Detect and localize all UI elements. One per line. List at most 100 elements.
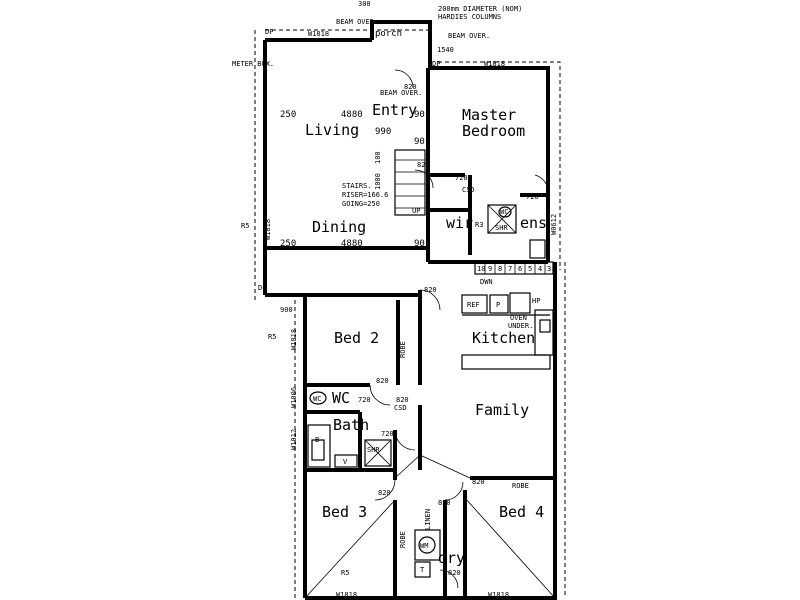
linen-label: LINEN — [424, 509, 432, 530]
interior-walls — [265, 68, 555, 598]
shower-label-bath: SHR — [367, 446, 380, 454]
dim-820-c: 820 — [424, 286, 437, 294]
dim-1000: 1000 — [374, 173, 382, 190]
dim-90-bottom: 90 — [414, 239, 425, 249]
csd-label-master: CSD — [462, 186, 475, 194]
dim-4880-top: 4880 — [341, 110, 363, 120]
step-5: 5 — [528, 265, 532, 273]
step-6: 6 — [518, 265, 522, 273]
dim-820-h: 820 — [472, 478, 485, 486]
wc-symbol: WC — [313, 395, 321, 403]
room-ens: ens — [520, 214, 547, 232]
room-dry: dry — [438, 549, 465, 567]
meter-box-label: METER BOX. — [232, 60, 274, 68]
csd-label-hall: CSD — [394, 404, 407, 412]
bath-tub-label: B — [315, 436, 319, 444]
dim-720-b: 720 — [381, 430, 394, 438]
step-3: 3 — [547, 265, 551, 273]
room-dining: Dining — [312, 218, 366, 236]
tub-label: T — [420, 566, 425, 574]
dim-820-i: 820 — [448, 569, 461, 577]
room-kitchen: Kitchen — [472, 329, 535, 347]
wc-symbol-ens: WC — [500, 208, 508, 216]
step-4: 4 — [538, 265, 542, 273]
dim-300: 300 — [358, 0, 371, 8]
robe-label-bed2: ROBE — [399, 341, 407, 358]
porch-label: porch — [375, 29, 402, 39]
room-master-bedroom-line2: Bedroom — [462, 122, 525, 140]
stair-step-numbers: 10 9 8 7 6 5 4 3 — [477, 265, 551, 273]
downpipe-left: DP — [258, 284, 266, 292]
dim-820-b: 820 — [417, 161, 430, 169]
pantry-label: P — [496, 301, 500, 309]
reference-r5-left: R5 — [241, 222, 249, 230]
dim-720-a: 720 — [358, 396, 371, 404]
room-bath: Bath — [333, 416, 369, 434]
hotplate-label: HP — [532, 297, 540, 305]
column-note-line2: HARDIES COLUMNS — [438, 13, 501, 21]
robe-label-bed3: ROBE — [399, 531, 407, 548]
step-8: 8 — [498, 265, 502, 273]
vanity-label: V — [343, 458, 348, 466]
column-note-line1: 200mm DIAMETER (NOM) — [438, 5, 522, 13]
dim-1540: 1540 — [437, 46, 454, 54]
dim-900: 900 — [280, 306, 293, 314]
dim-720-d: 720 — [455, 174, 468, 182]
window-w1012: W1012 — [290, 429, 298, 450]
window-w1818-top-right: W1818 — [484, 60, 505, 68]
downpipe-top-left: DP — [265, 28, 273, 36]
room-living: Living — [305, 121, 359, 139]
window-w1006: W1006 — [290, 387, 298, 408]
room-master-bedroom-line1: Master — [462, 106, 516, 124]
beam-over-note-1: BEAM OVER. — [336, 18, 378, 26]
dim-820-g: 820 — [438, 499, 451, 507]
dim-4880-bottom: 4880 — [341, 239, 363, 249]
reference-r5-bottom: R5 — [341, 569, 349, 577]
dim-250-top: 250 — [280, 110, 296, 120]
ceiling-diagonals — [304, 454, 556, 599]
dim-250-bottom: 250 — [280, 239, 296, 249]
robe-label-bed4: ROBE — [512, 482, 529, 490]
beam-over-note-2: BEAM OVER. — [448, 32, 490, 40]
door-swings — [369, 69, 549, 589]
room-family: Family — [475, 401, 529, 419]
step-9: 9 — [488, 265, 492, 273]
window-w1818-left-lower: W1818 — [290, 329, 298, 350]
window-w1818-top-left: W1818 — [308, 30, 329, 38]
room-bed4: Bed 4 — [499, 503, 544, 521]
shower-label-ens: SHR — [495, 224, 508, 232]
dim-820-d: 820 — [376, 377, 389, 385]
fridge-label: REF — [467, 301, 480, 309]
window-w1818-left: W1818 — [264, 219, 272, 240]
beam-over-note-3: BEAM OVER. — [380, 89, 422, 97]
dim-820-a: 820 — [404, 83, 417, 91]
reference-r5-mid: R5 — [268, 333, 276, 341]
step-7: 7 — [508, 265, 512, 273]
oven-label-2: UNDER. — [508, 322, 533, 330]
room-bed2: Bed 2 — [334, 329, 379, 347]
room-wir: wir — [446, 214, 473, 232]
stairs-line1: STAIRS. — [342, 182, 372, 190]
kitchen-fixtures — [461, 292, 554, 370]
stairs — [394, 149, 554, 275]
stairs-line3: GOING=250 — [342, 200, 380, 208]
oven-label-1: OVEN — [510, 314, 527, 322]
bath-fixtures — [307, 204, 546, 578]
dim-990: 990 — [375, 127, 391, 137]
window-w0612: W0612 — [550, 214, 558, 235]
stairs-dwn: DWN — [480, 278, 493, 286]
room-entry: Entry — [372, 101, 417, 119]
dim-100: 100 — [374, 151, 382, 164]
dim-820-f: 820 — [378, 489, 391, 497]
dim-90-top: 90 — [414, 110, 425, 120]
washing-machine-label: WM — [420, 542, 428, 550]
stairs-line2: RISER=166.6 — [342, 191, 388, 199]
dim-820-e: 820 — [396, 396, 409, 404]
dim-720-c: 720 — [526, 193, 539, 201]
step-10: 10 — [477, 265, 485, 273]
window-w1818-bottom-right: W1818 — [488, 591, 509, 599]
reference-r3: R3 — [475, 221, 483, 229]
window-w1818-bottom-left: W1818 — [336, 591, 357, 599]
dim-90-mid: 90 — [414, 137, 425, 147]
